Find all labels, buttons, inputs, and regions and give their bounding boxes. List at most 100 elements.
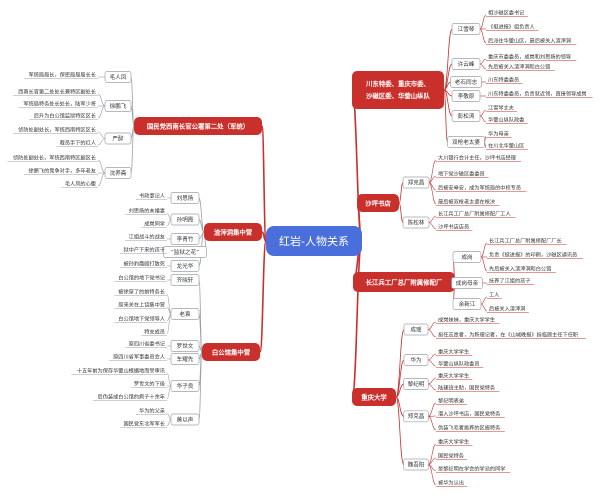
branch-node[interactable]: 国民党西南长官公署第二处（军统） [134, 117, 262, 135]
sub-node[interactable]: 许云峰 [451, 58, 481, 70]
sub-node-label: 齐晓轩 [177, 276, 194, 284]
leaf-label: 抚养了江姐的孩子 [489, 277, 531, 285]
sub-node-label: 车耀先 [177, 355, 194, 363]
leaf-label: 负责《挺进报》的印刷，沙磁区通讯员 [489, 251, 577, 259]
leaf-node: 重庆大学学生 [436, 372, 473, 380]
sub-node[interactable]: 严醉 [104, 132, 132, 145]
sub-node[interactable]: 齐晓轩 [170, 274, 200, 286]
sub-node-label: 郑克昌 [408, 178, 425, 186]
leaf-label: 被孙豹霞殴打致死 [123, 260, 165, 268]
sub-node[interactable]: 黄以声 [170, 413, 200, 426]
branch-label: 沙坪书店 [365, 199, 391, 208]
leaf-label: 陆建班主助，国民党特务 [438, 384, 495, 392]
sub-node[interactable]: 黎纪明 [403, 378, 429, 390]
leaf-node: 白公馆地下党领导人 [114, 315, 167, 323]
leaf-node: 华为母亲 [486, 130, 512, 138]
sub-node[interactable]: 郑克昌 [402, 176, 430, 189]
sub-node[interactable]: “监狱之花” [163, 246, 207, 258]
leaf-node: 后伪装成白公馆的疯子十余年 [92, 393, 167, 401]
sub-node[interactable]: 刘思扬 [170, 192, 200, 204]
leaf-label: 重庆大学学生 [438, 372, 469, 380]
leaf-node: 后升为白公馆监狱特区区长 [29, 112, 98, 120]
branch-node[interactable]: 川东特委、重庆市委、沙磁区委、华蓥山纵队 [352, 71, 444, 109]
sub-node[interactable]: 孙明霞 [170, 213, 200, 226]
leaf-node: 成岗妹妹，重庆大学学生 [436, 316, 500, 324]
sub-node[interactable]: 华子良 [170, 380, 200, 392]
leaf-node: 川东特委委员，负责就近领，直接领导成岗 [486, 90, 593, 98]
sub-node[interactable]: 双枪老太婆 [447, 136, 485, 148]
branch-node[interactable]: 长江兵工厂总厂附属修配厂 [353, 272, 455, 292]
leaf-node: 原四川省军事委员会人 [109, 353, 167, 361]
leaf-node: 后被安皋安，成为军统局的中校专员 [436, 184, 527, 192]
leaf-label: 华为的父亲 [139, 407, 165, 415]
sub-node-label: 黎纪明 [408, 380, 425, 388]
leaf-node: 先后被关入渣滓洞和白公馆 [486, 63, 555, 71]
sub-node[interactable]: 郑克昌 [403, 410, 429, 423]
leaf-label: 原来关在上饶集中营 [118, 301, 165, 309]
leaf-label: 侦防处副处长，军统西南特区副区长 [13, 154, 97, 162]
leaf-node: 后派往华蓥山区，最后被关入渣滓洞 [486, 37, 577, 45]
branch-node[interactable]: 重庆大学 [352, 388, 396, 406]
leaf-label: 工人 [489, 292, 499, 299]
sub-node[interactable]: 华为 [403, 354, 429, 366]
leaf-label: 白公馆的地下党书记 [118, 274, 165, 282]
sub-node-label: 老石同志 [455, 78, 478, 86]
sub-node[interactable]: 徐鹏飞 [104, 100, 132, 112]
leaf-node: 沙坪书店店员 [436, 223, 473, 231]
branch-node[interactable]: 沙坪书店 [357, 194, 399, 212]
leaf-node: 担任志愿者，为新理记者，在《山城晚报》担临顾主任下任职 [436, 331, 586, 339]
leaf-label: 先后被关入渣滓洞和白公馆 [489, 265, 551, 273]
sub-node[interactable]: 成岗母亲 [451, 277, 483, 289]
sub-node[interactable]: 江雪琴 [451, 23, 481, 35]
leaf-label: 重庆市委委员，成岗和刘思扬的领导 [488, 53, 571, 61]
sub-node-label: 双枪老太婆 [452, 138, 480, 146]
leaf-node: 后被关入渣滓洞 [487, 305, 529, 313]
sub-node[interactable]: 龙光华 [170, 260, 200, 272]
sub-node[interactable]: 魏吾阳 [403, 458, 429, 471]
sub-node[interactable]: 余新江 [452, 298, 482, 310]
leaf-label: 军统局特务处长处长，陆军少将 [23, 100, 96, 108]
sub-node[interactable]: 彭松涛 [451, 110, 481, 122]
leaf-label: 书政事记人 [139, 192, 165, 200]
leaf-node: 华为的父亲 [136, 407, 167, 415]
leaf-label: 黎纪明表弟 [438, 397, 464, 405]
leaf-node: 成岗同学 [141, 220, 167, 228]
leaf-node: 军统局局长，保密局局局长长 [23, 71, 98, 79]
leaf-node: 在川北华蓥山区 [486, 142, 528, 150]
leaf-node: 原四川省委书记 [125, 340, 167, 348]
leaf-node: 毛人凤的心腹 [61, 180, 98, 188]
leaf-label: 原四川省军事委员会人 [113, 353, 165, 361]
leaf-node: 黎纪明表弟 [436, 397, 467, 405]
branch-node[interactable]: 白公馆集中营 [202, 343, 260, 361]
sub-node-label: 孙明霞 [177, 215, 194, 223]
leaf-node: 江姐战斗的战友 [125, 233, 167, 241]
sub-node[interactable]: 毛人凤 [104, 71, 132, 83]
leaf-node: 国民党东北军军长 [119, 420, 167, 428]
leaf-label: 地下党沙磁区委委员 [438, 170, 485, 178]
leaf-label: 江雪琴丈夫 [488, 104, 515, 112]
sub-node[interactable]: 车耀先 [170, 353, 200, 365]
leaf-node: 《挺进报》组负责人 [486, 23, 539, 31]
leaf-label: 后派往华蓥山区，最后被关入渣滓洞 [488, 37, 571, 45]
sub-node[interactable]: 老石同志 [450, 76, 482, 88]
leaf-label: 刘思扬的未婚妻 [129, 207, 165, 215]
leaf-node: 江雪琴丈夫 [486, 104, 517, 112]
branch-label: 重庆大学 [361, 393, 387, 402]
sub-node[interactable]: 老袁 [170, 308, 200, 320]
leaf-label: 被徐穿了的前特务长 [118, 288, 166, 296]
sub-node[interactable]: 李敬原 [451, 90, 481, 102]
leaf-node: 侦防处副处长，军统西南特区副区长 [7, 154, 98, 162]
leaf-label: 后被安皋安，成为军统局的中校专员 [438, 184, 521, 192]
leaf-node: 特支成员 [141, 328, 167, 336]
sub-node[interactable]: 李青竹 [170, 233, 200, 245]
sub-node[interactable]: 成瑶 [403, 323, 429, 336]
leaf-node: 华蓥山纵队政委员 [436, 360, 484, 368]
sub-node[interactable]: 陈松林 [402, 216, 430, 229]
root-node[interactable]: 红岩-人物关系 [266, 226, 362, 256]
sub-node[interactable]: 成岗 [452, 251, 482, 263]
branch-node[interactable]: 渣滓洞集中营 [204, 223, 262, 241]
sub-node[interactable]: 沈养斋 [104, 167, 132, 179]
leaf-label: 华为母亲 [488, 130, 509, 138]
sub-node[interactable]: 罗世文 [170, 340, 200, 352]
